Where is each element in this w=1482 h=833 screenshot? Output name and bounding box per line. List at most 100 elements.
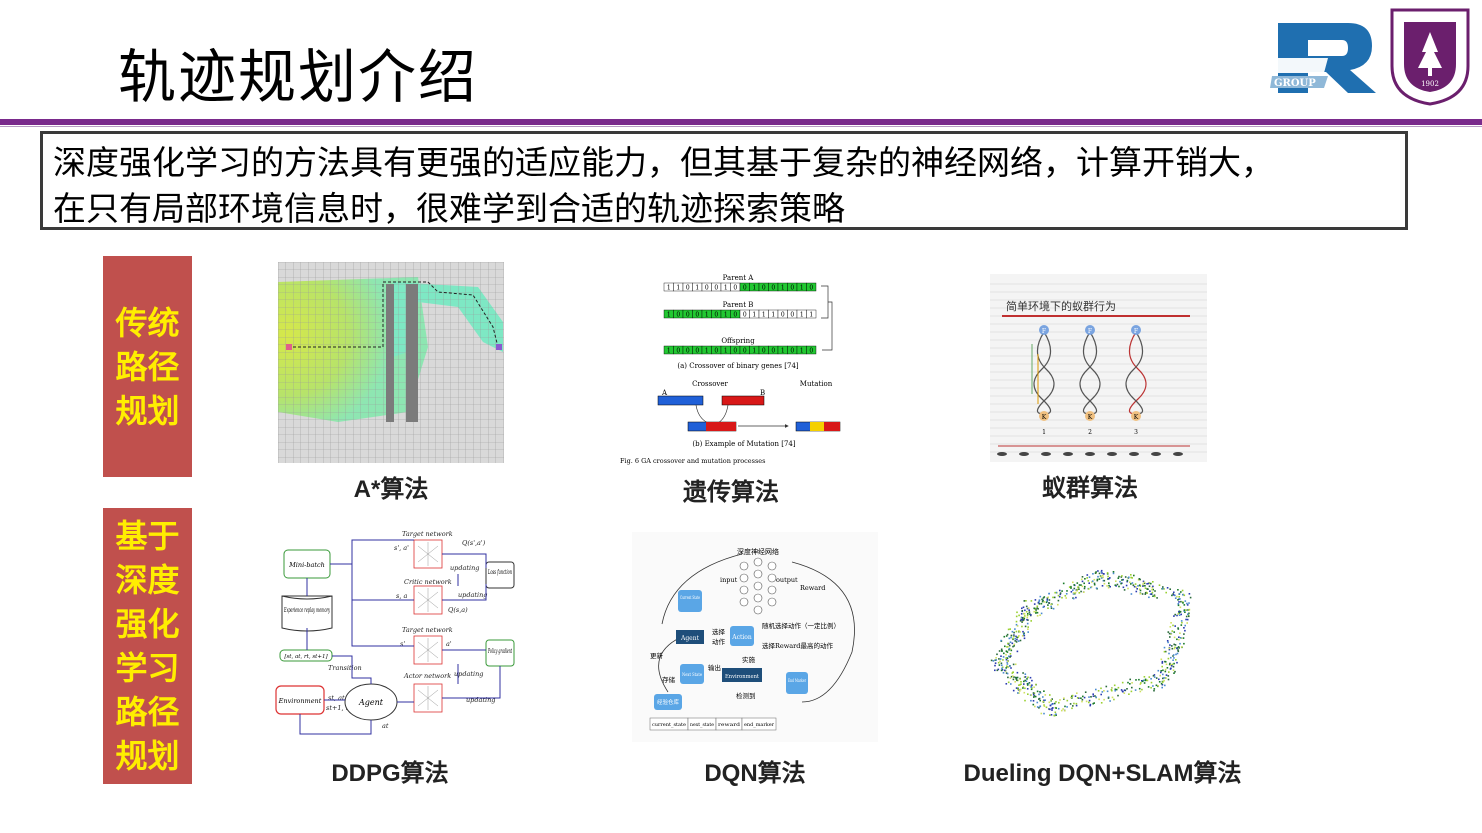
- title-divider: [0, 119, 1482, 125]
- aco-index: 1: [1042, 429, 1046, 436]
- dqn-replay: 经验仓库: [657, 698, 680, 706]
- ga-gene-value: 1: [676, 285, 680, 292]
- ga-gene-value: 1: [667, 348, 671, 355]
- ga-gene-value: 0: [743, 348, 747, 355]
- ga-gene-value: 1: [752, 312, 756, 319]
- summary-line-2: 在只有局部环境信息时，很难学到合适的轨迹探索策略: [53, 189, 845, 228]
- astar-caption: A*算法: [353, 476, 429, 503]
- dqn-end-marker: End Marker: [788, 678, 806, 684]
- ddpg-label: updating: [450, 564, 479, 572]
- side-label-line: 学习: [115, 649, 180, 687]
- ga-gene-value: 0: [733, 312, 737, 319]
- ga-gene-value: 0: [686, 348, 690, 355]
- ga-gene-value: 0: [733, 348, 737, 355]
- traditional-planning-label: 传统 路径 规划: [103, 256, 192, 477]
- ga-gene-value: 0: [790, 285, 794, 292]
- side-label-line: 强化: [115, 605, 180, 643]
- ga-fig-caption: Fig. 6 GA crossover and mutation process…: [620, 457, 765, 465]
- ga-gene-value: 1: [667, 312, 671, 319]
- dqn-table-cell: [741, 717, 777, 731]
- dqn-reward: Reward: [800, 584, 825, 592]
- ddpg-minibatch: Mini-batch: [288, 561, 325, 569]
- side-label-line: 深度: [115, 561, 180, 599]
- dqn-caption: DQN算法: [704, 760, 806, 787]
- ga-gene-value: 0: [790, 348, 794, 355]
- dqn-action-cn: 动作: [712, 637, 726, 646]
- ga-gene-value: 1: [667, 285, 671, 292]
- dqn-next-state: Next State: [682, 672, 702, 678]
- dqn-detect: 检测到: [736, 691, 756, 700]
- ga-mutation-label: Mutation: [800, 380, 833, 388]
- ddpg-label: s, a: [396, 592, 407, 600]
- aco-image: 简单环境下的蚁群行为 F F F K K K 1 2 3: [990, 274, 1207, 462]
- ant-mark: [1151, 452, 1161, 456]
- summary-box: 深度强化学习的方法具有更强的适应能力，但其基于复杂的神经网络，计算开销大， 在只…: [40, 131, 1408, 230]
- astar-grid-image: [278, 262, 504, 463]
- ga-gene-value: 1: [724, 348, 728, 355]
- ddpg-label: st, at: [328, 694, 345, 702]
- ddpg-label: s': [400, 640, 405, 648]
- ga-caption-b: (b) Example of Mutation [74]: [692, 440, 795, 448]
- ga-gene-value: 0: [762, 285, 766, 292]
- ddpg-label: s', a': [394, 544, 409, 552]
- ga-gene-value: 0: [695, 348, 699, 355]
- aco-index: 2: [1088, 429, 1092, 436]
- slide-title: 轨迹规划介绍: [118, 43, 479, 111]
- ga-gene-value: 1: [781, 348, 785, 355]
- aco-node: K: [1134, 414, 1139, 421]
- ga-gene-value: 0: [714, 285, 718, 292]
- ddpg-label: st+1, rt: [326, 704, 352, 712]
- dqn-environment: Environment: [725, 674, 760, 680]
- ga-gene-value: 0: [695, 312, 699, 319]
- ddpg-label: Target network: [402, 626, 453, 634]
- ga-gene-value: 0: [771, 348, 775, 355]
- ant-mark: [1129, 452, 1139, 456]
- ga-gene-value: 0: [733, 285, 737, 292]
- ddpg-label: updating: [454, 670, 483, 678]
- ddpg-policy-gradient: Policy gradient: [487, 648, 512, 655]
- dqn-action: Action: [731, 634, 752, 641]
- ddpg-label: Target network: [402, 530, 453, 538]
- dqn-select: 选择: [712, 627, 726, 636]
- ddpg-caption: DDPG算法: [331, 760, 449, 787]
- side-label-line: 路径: [115, 347, 180, 386]
- summary-line-1: 深度强化学习的方法具有更强的适应能力，但其基于复杂的神经网络，计算开销大，: [53, 143, 1274, 182]
- ga-gene-cell: [806, 282, 817, 292]
- dqn-agent: Agent: [680, 635, 700, 642]
- aco-node: K: [1042, 414, 1047, 421]
- nanjing-university-seal: 1902: [1390, 8, 1470, 106]
- ga-gene-value: 0: [809, 348, 813, 355]
- ddpg-diagram: Target network Q(s',a') s', a' updating …: [275, 530, 515, 735]
- ga-parent-a-label: Parent A: [723, 274, 755, 282]
- ga-gene-value: 1: [800, 348, 804, 355]
- ga-gene-value: 1: [809, 312, 813, 319]
- dqn-dnn-label: 深度神经网络: [737, 547, 779, 556]
- side-label-line: 规划: [115, 737, 180, 775]
- ga-gene-value: 1: [705, 348, 709, 355]
- dueling-caption: Dueling DQN+SLAM算法: [963, 760, 1242, 787]
- ant-mark: [1173, 452, 1183, 456]
- ant-mark: [1019, 452, 1029, 456]
- ga-gene-value: 1: [724, 312, 728, 319]
- dqn-table-header: reward: [718, 722, 741, 728]
- ant-mark: [1107, 452, 1117, 456]
- ant-mark: [1085, 452, 1095, 456]
- ga-gene-value: 0: [771, 285, 775, 292]
- ga-gene-value: 1: [781, 285, 785, 292]
- ga-gene-value: 0: [790, 312, 794, 319]
- ga-gene-value: 0: [743, 285, 747, 292]
- ga-gene-value: 1: [705, 312, 709, 319]
- side-label-line: 规划: [115, 391, 180, 430]
- side-label-line: 传统: [115, 303, 180, 342]
- slam-pointcloud-image: [990, 569, 1192, 717]
- ga-gene-value: 1: [771, 312, 775, 319]
- ddpg-label: at: [382, 722, 389, 730]
- ga-gene-value: 0: [762, 348, 766, 355]
- dqn-table-header: end_marker: [744, 722, 775, 728]
- ddpg-label: Critic network: [404, 578, 452, 586]
- dqn-output: output: [776, 576, 798, 584]
- ant-mark: [1041, 452, 1051, 456]
- aco-node: F: [1042, 328, 1046, 335]
- side-label-line: 基于: [115, 517, 180, 555]
